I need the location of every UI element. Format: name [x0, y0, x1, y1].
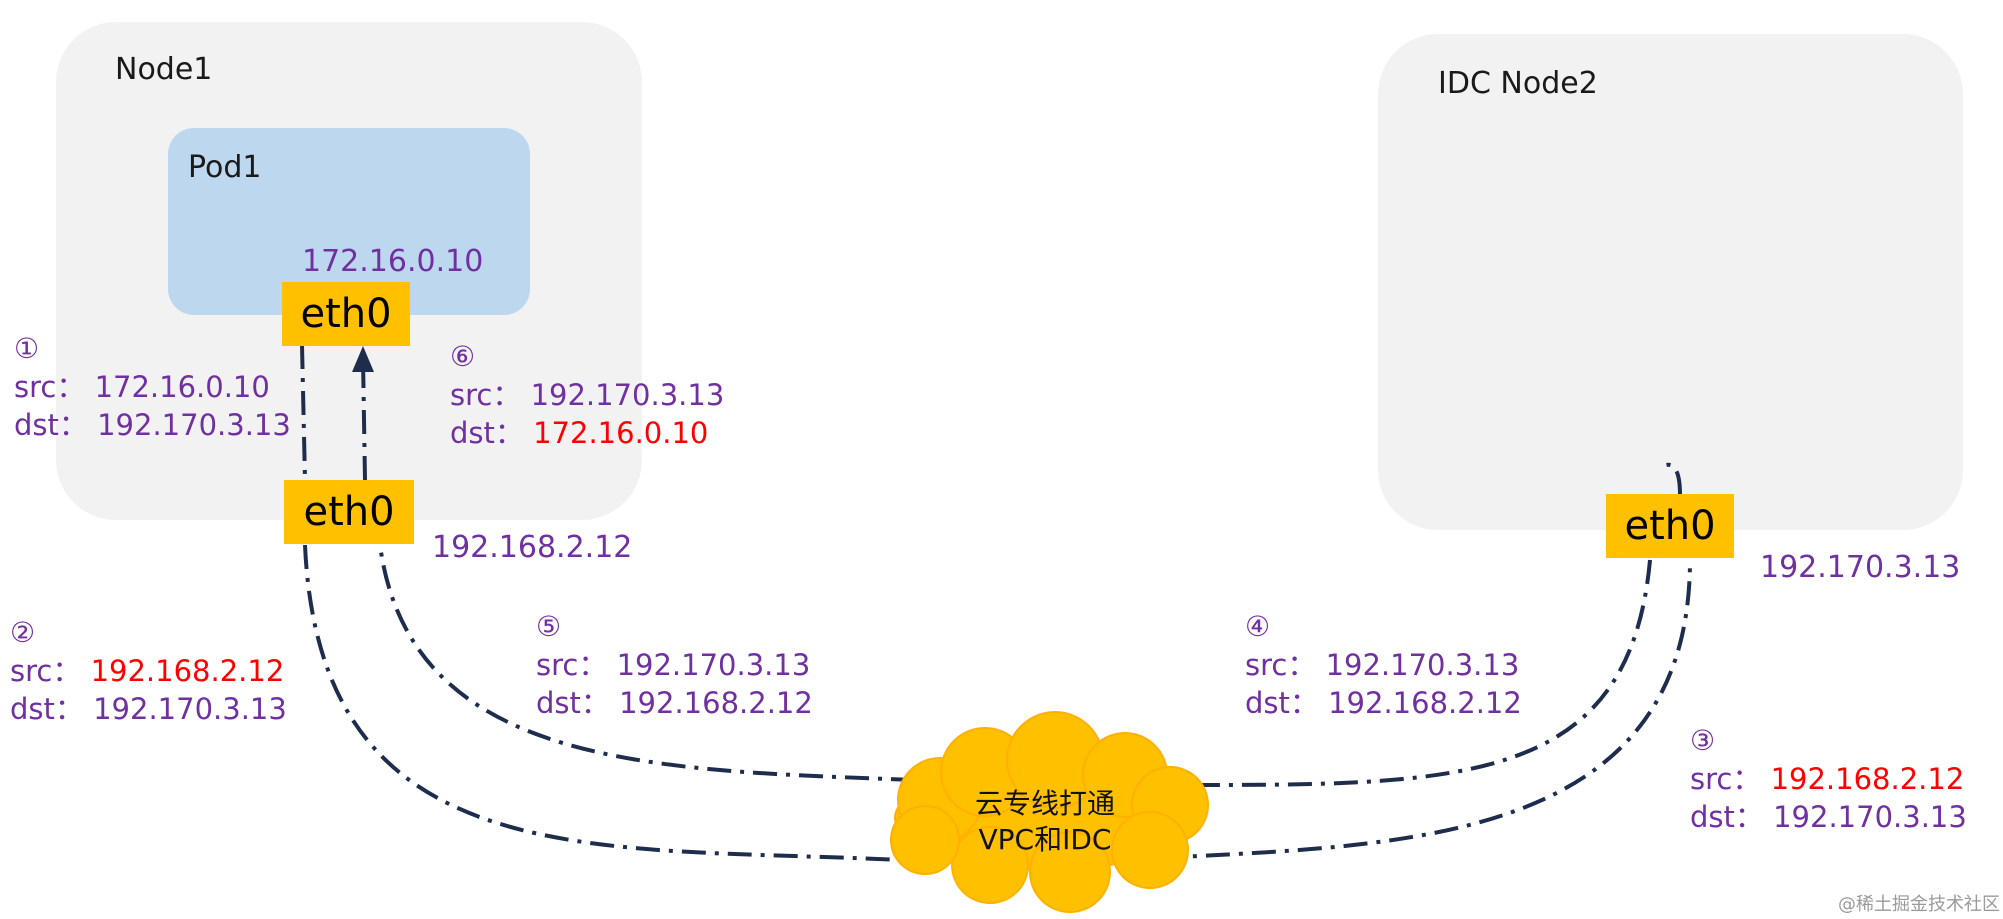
- cloud-line1: 云专线打通: [974, 787, 1115, 820]
- cloud-line2: VPC和IDC: [978, 823, 1112, 856]
- node2-ip: 192.170.3.13: [1760, 550, 1961, 585]
- path-node-to-pod: [361, 357, 367, 481]
- cloud-label: 云专线打通 VPC和IDC: [945, 786, 1145, 858]
- node2-box: [1378, 34, 1963, 530]
- step-6: ⑥ src： 192.170.3.13 dst： 172.16.0.10: [450, 338, 724, 452]
- step-3-src-label: src：: [1690, 762, 1762, 796]
- step-2-number: ②: [10, 616, 36, 649]
- step-6-src: 192.170.3.13: [530, 378, 725, 412]
- step-6-src-label: src：: [450, 378, 522, 412]
- step-1-dst: 192.170.3.13: [97, 408, 291, 442]
- step-2-dst: 192.170.3.13: [93, 692, 287, 726]
- node2-eth0: eth0: [1606, 494, 1734, 558]
- node2-title: IDC Node2: [1438, 66, 1598, 101]
- path-inner-loop: [378, 544, 1652, 787]
- step-3-src: 192.168.2.12: [1770, 762, 1965, 796]
- node1-ip: 192.168.2.12: [432, 530, 633, 565]
- step-5-number: ⑤: [536, 610, 562, 643]
- step-2-dst-label: dst：: [10, 692, 84, 726]
- node1-title: Node1: [115, 52, 213, 87]
- step-3: ③ src： 192.168.2.12 dst： 192.170.3.13: [1690, 722, 1967, 836]
- step-4-src-label: src：: [1245, 648, 1317, 682]
- step-6-dst-label: dst：: [450, 416, 524, 450]
- step-3-number: ③: [1690, 724, 1716, 757]
- pod1-ip: 172.16.0.10: [302, 244, 484, 279]
- pod1-eth0: eth0: [282, 282, 410, 346]
- step-3-dst-label: dst：: [1690, 800, 1764, 834]
- step-6-dst: 172.16.0.10: [533, 416, 709, 450]
- step-1-dst-label: dst：: [14, 408, 88, 442]
- step-2-src-label: src：: [10, 654, 82, 688]
- step-5-src-label: src：: [536, 648, 608, 682]
- step-5-dst-label: dst：: [536, 686, 610, 720]
- path-idc-stub: [1665, 462, 1682, 496]
- node1-eth0: eth0: [284, 480, 414, 544]
- step-4-src: 192.170.3.13: [1325, 648, 1520, 682]
- step-2-src: 192.168.2.12: [90, 654, 285, 688]
- step-1: ① src： 172.16.0.10 dst： 192.170.3.13: [14, 330, 291, 444]
- step-1-src: 172.16.0.10: [94, 370, 270, 404]
- step-3-dst: 192.170.3.13: [1773, 800, 1967, 834]
- step-1-number: ①: [14, 332, 40, 365]
- step-1-src-label: src：: [14, 370, 86, 404]
- path-pod-to-node: [300, 344, 307, 481]
- step-6-number: ⑥: [450, 340, 476, 373]
- step-4-number: ④: [1245, 610, 1271, 643]
- step-4: ④ src： 192.170.3.13 dst： 192.168.2.12: [1245, 608, 1522, 722]
- cloud-shape: [890, 711, 1209, 913]
- watermark: @稀土掘金技术社区: [1838, 894, 2000, 915]
- step-4-dst-label: dst：: [1245, 686, 1319, 720]
- pod1-title: Pod1: [188, 150, 262, 185]
- arrow-head: [352, 346, 374, 372]
- step-5: ⑤ src： 192.170.3.13 dst： 192.168.2.12: [536, 608, 813, 722]
- step-2: ② src： 192.168.2.12 dst： 192.170.3.13: [10, 614, 287, 728]
- step-4-dst: 192.168.2.12: [1328, 686, 1522, 720]
- step-5-src: 192.170.3.13: [616, 648, 811, 682]
- step-5-dst: 192.168.2.12: [619, 686, 813, 720]
- path-outer-loop: [303, 544, 1692, 862]
